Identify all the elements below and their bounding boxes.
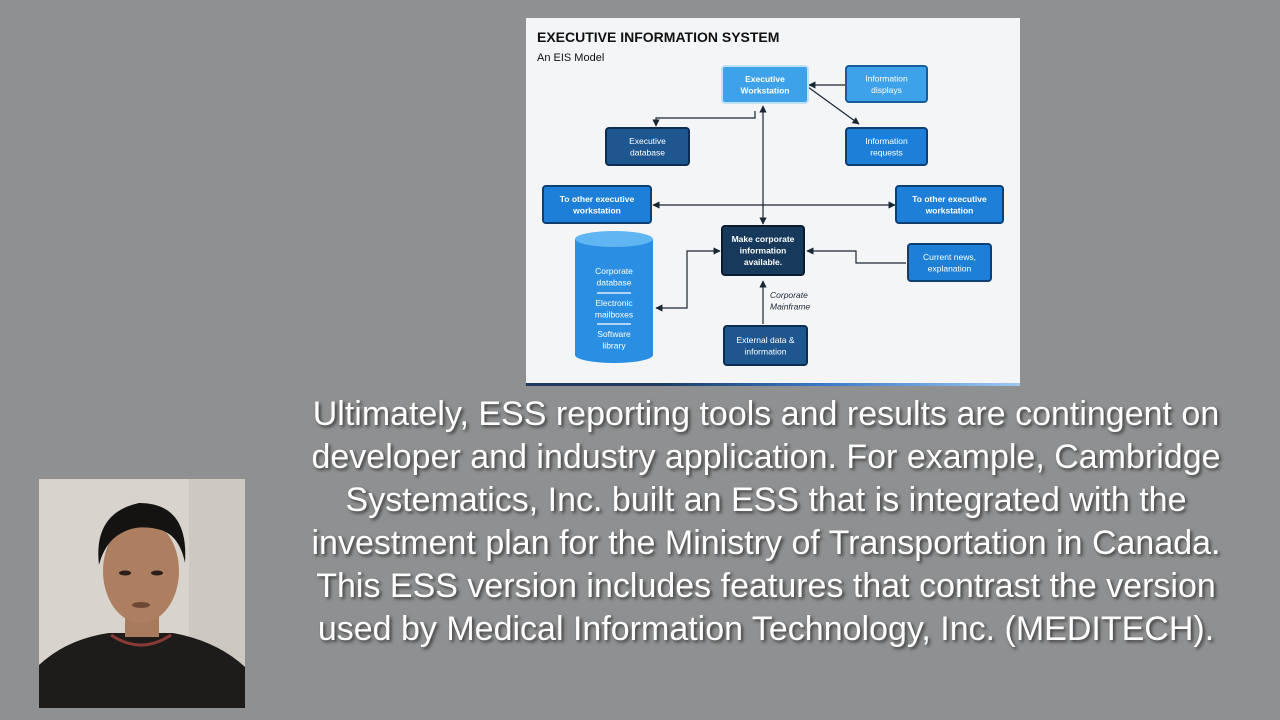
box-current-news-shape [907, 243, 992, 282]
presenter-webcam [39, 479, 245, 708]
box-external-data: External data &information [723, 325, 808, 366]
box-workstation-shape [721, 65, 809, 104]
slide-title: EXECUTIVE INFORMATION SYSTEM [537, 29, 780, 45]
arrow-database-corporate-link [655, 247, 721, 312]
arrow-news-to-corporate [806, 247, 906, 264]
slide-subtitle: An EIS Model [537, 52, 605, 64]
presenter-figure [39, 479, 245, 708]
presentation-slide: EXECUTIVE INFORMATION SYSTEM An EIS Mode… [526, 18, 1020, 386]
box-corporate-info-shape [721, 225, 805, 276]
subtitle-caption: Ultimately, ESS reporting tools and resu… [311, 395, 1221, 648]
hair [98, 503, 186, 565]
collar-trim [110, 633, 172, 647]
mouth [132, 602, 150, 608]
box-external-data-label: External data &information [736, 335, 794, 357]
shirt [39, 633, 245, 708]
box-exec-database-shape [605, 127, 690, 166]
slide-footer-bar [526, 383, 1020, 386]
box-other-ws-left-shape [542, 185, 652, 224]
box-info-displays-shape [845, 65, 928, 103]
box-current-news: Current news,explanation [907, 243, 992, 282]
right-eye [151, 570, 163, 576]
box-info-requests-shape [845, 127, 928, 166]
face [103, 519, 179, 623]
box-external-data-shape [723, 325, 808, 366]
box-current-news-label: Current news,explanation [923, 252, 976, 274]
left-eye [119, 570, 131, 576]
box-other-ws-right-shape [895, 185, 1004, 224]
arrow-workstation-to-exec-db [652, 111, 756, 127]
arrow-workstation-to-requests [807, 86, 860, 125]
